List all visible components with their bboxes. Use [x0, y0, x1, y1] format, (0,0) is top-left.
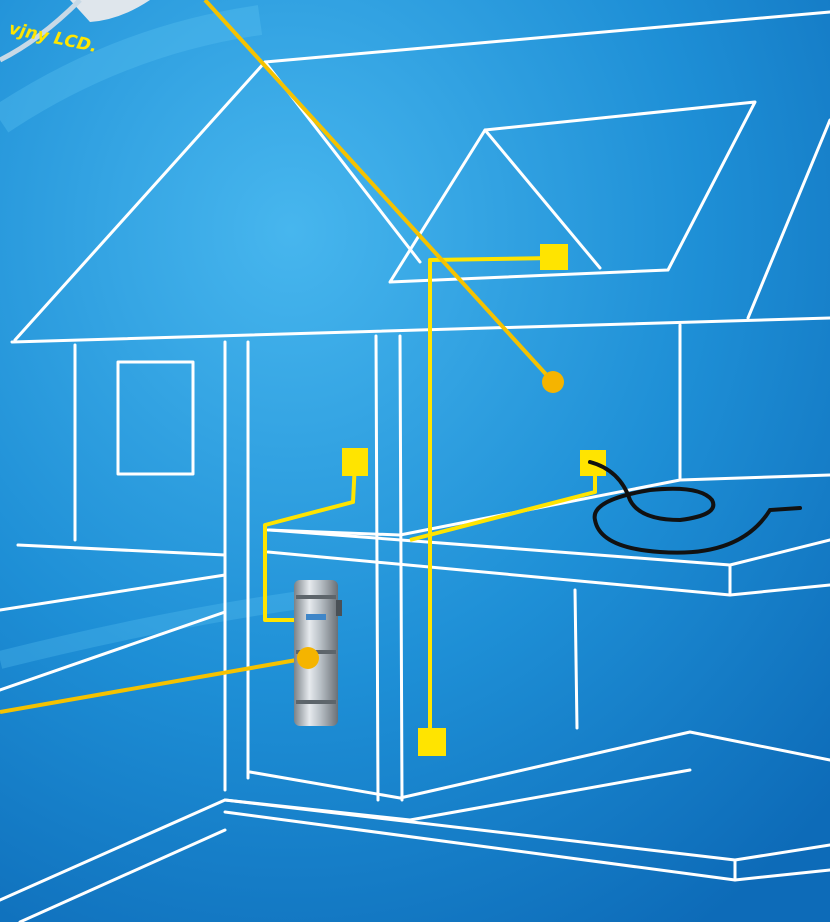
leader-line-upper [203, 0, 555, 384]
house-outline-icon [0, 10, 830, 922]
device-cable [0, 0, 82, 63]
device-corner [70, 0, 150, 22]
hose-icon [588, 460, 802, 555]
background-swoosh [0, 5, 263, 133]
callout-dot-icon [542, 371, 564, 393]
leader-line-lower [0, 656, 309, 714]
wall-inlet-icon [540, 244, 568, 270]
wall-inlet-icon [418, 728, 446, 756]
wall-inlet-icon [342, 448, 368, 476]
central-vacuum-unit-icon [294, 580, 342, 726]
